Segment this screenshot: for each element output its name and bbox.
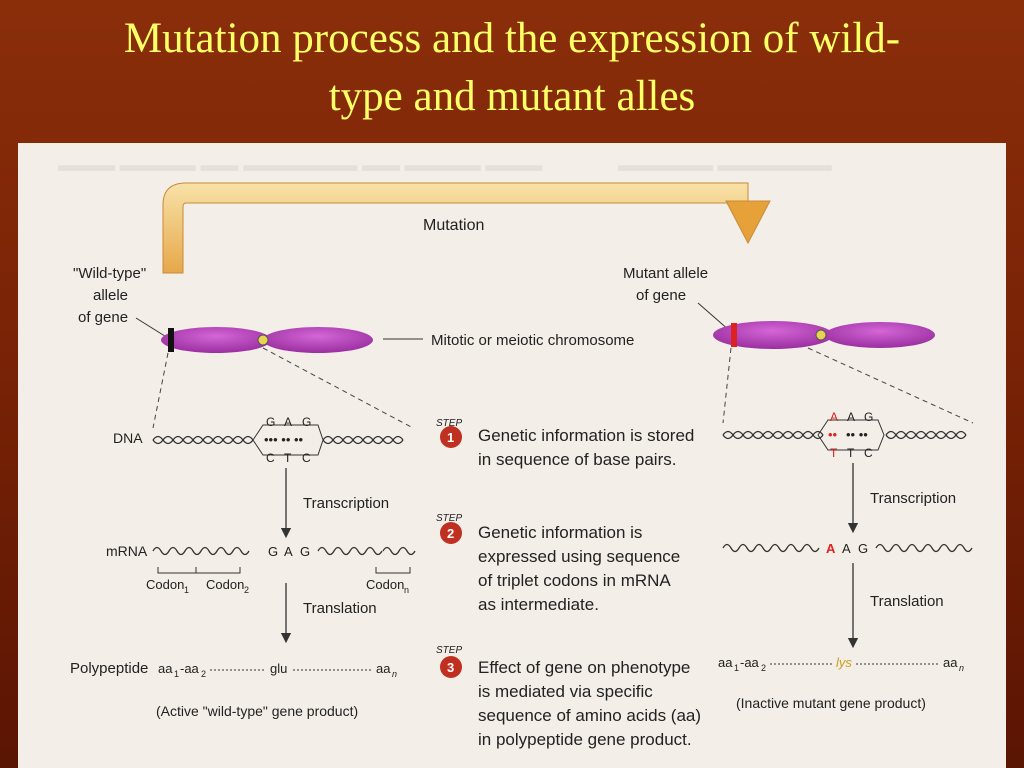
- mutant-dna-top-3: G: [864, 410, 873, 424]
- mutant-mrna-base-3: G: [858, 541, 868, 556]
- dna-label: DNA: [113, 430, 143, 446]
- mutant-mrna: A A G: [722, 541, 973, 556]
- wild-aa1-sub: 1: [174, 669, 179, 679]
- mutant-mrna-base-1: A: [826, 541, 836, 556]
- wild-aan-sub: n: [392, 669, 397, 679]
- wild-mrna-base-1: G: [268, 544, 278, 559]
- wild-translation-label: Translation: [303, 600, 377, 617]
- step-3-line-2: is mediated via specific: [478, 682, 653, 701]
- mutant-aa1-sub: 1: [734, 663, 739, 673]
- mutant-polypeptide: aa 1 -aa 2 lys aa n (Inactive mutant gen…: [718, 655, 964, 711]
- svg-text:•• ••: •• ••: [846, 427, 868, 442]
- codon-n-sub: n: [404, 585, 409, 595]
- slide-title: Mutation process and the expression of w…: [0, 10, 1024, 126]
- bleed-through-text: ▬▬▬ ▬▬▬▬ ▬▬ ▬▬▬▬▬▬ ▬▬ ▬▬▬▬ ▬▬▬: [58, 155, 543, 176]
- step-3-number: 3: [447, 660, 454, 675]
- wild-dna: DNA G A G ••• •• •• C T C: [113, 415, 404, 465]
- step-1-tag: STEP: [436, 418, 462, 429]
- wild-dna-top-3: G: [302, 415, 311, 429]
- wild-product-label: (Active "wild-type" gene product): [156, 703, 358, 719]
- wild-mrna-base-3: G: [300, 544, 310, 559]
- codon-1-label: Codon: [146, 577, 184, 592]
- mutant-dna-top-1: A: [830, 410, 838, 424]
- mutant-dna-bottom-2: T: [847, 446, 855, 460]
- mutant-allele-marker: [731, 323, 737, 347]
- wild-dna-bottom-3: C: [302, 451, 311, 465]
- wild-aan: aa: [376, 661, 391, 676]
- step-2-line-2: expressed using sequence: [478, 547, 680, 566]
- mutant-aan: aa: [943, 655, 958, 670]
- wild-allele-label-2: allele: [93, 287, 128, 304]
- step-3-tag: STEP: [436, 645, 462, 656]
- wild-mrna: mRNA G A G Codon 1 Codon 2 Codon n: [106, 543, 416, 595]
- mutation-diagram: Mutation "Wild-type" allele of gene Muta…: [70, 182, 974, 749]
- step-2-number: 2: [447, 526, 454, 541]
- step-2-line-4: as intermediate.: [478, 595, 599, 614]
- mutant-transcription-label: Transcription: [870, 490, 956, 507]
- title-line-1: Mutation process and the expression of w…: [123, 15, 901, 62]
- mutant-aan-sub: n: [959, 663, 964, 673]
- svg-text:••• •• ••: ••• •• ••: [264, 432, 304, 447]
- step-2-line-3: of triplet codons in mRNA: [478, 571, 671, 590]
- mutation-arrow: Mutation: [162, 182, 771, 274]
- title-line-2: type and mutant alles: [328, 73, 696, 120]
- mutant-dna: A A G •• •• •• T T C: [722, 410, 967, 460]
- step-3-line-1: Effect of gene on phenotype: [478, 658, 690, 677]
- mutant-lys: lys: [836, 655, 852, 670]
- mutant-mrna-base-2: A: [842, 541, 851, 556]
- wild-transcription-label: Transcription: [303, 495, 389, 512]
- step-1-number: 1: [447, 430, 454, 445]
- wild-aa2: -aa: [180, 661, 200, 676]
- bleed-through-text: ▬▬▬▬▬ ▬▬▬▬▬▬: [618, 155, 832, 176]
- mutant-chromosome: [713, 321, 935, 349]
- codon-n-label: Codon: [366, 577, 404, 592]
- wild-polypeptide: Polypeptide aa 1 -aa 2 glu aa n (Active …: [70, 660, 397, 719]
- mutant-product-label: (Inactive mutant gene product): [736, 695, 926, 711]
- codon-2-sub: 2: [244, 585, 249, 595]
- step-2-tag: STEP: [436, 513, 462, 524]
- wild-dna-top-1: G: [266, 415, 275, 429]
- step-3: STEP 3 Effect of gene on phenotype is me…: [436, 645, 701, 749]
- wild-aa2-sub: 2: [201, 669, 206, 679]
- svg-text:••: ••: [828, 427, 838, 442]
- wild-dna-top-2: A: [284, 415, 292, 429]
- wild-allele-marker: [168, 328, 174, 352]
- mutant-allele-label-2: of gene: [636, 287, 686, 304]
- mutant-aa1: aa: [718, 655, 733, 670]
- mutant-aa2: -aa: [740, 655, 760, 670]
- wild-glu: glu: [270, 661, 287, 676]
- wild-type-chromosome: [161, 327, 373, 353]
- mutation-label: Mutation: [423, 217, 484, 234]
- chromosome-label: Mitotic or meiotic chromosome: [431, 332, 634, 349]
- wild-mrna-base-2: A: [284, 544, 293, 559]
- polypeptide-label: Polypeptide: [70, 660, 148, 677]
- wild-aa1: aa: [158, 661, 173, 676]
- wild-dna-bottom-2: T: [284, 451, 292, 465]
- step-1: STEP 1 Genetic information is stored in …: [436, 418, 694, 469]
- mutant-dna-bottom-3: C: [864, 446, 873, 460]
- mutant-aa2-sub: 2: [761, 663, 766, 673]
- wild-dna-bottom-1: C: [266, 451, 275, 465]
- mutant-dna-bottom-1: T: [830, 446, 838, 460]
- step-2: STEP 2 Genetic information is expressed …: [436, 513, 680, 614]
- step-3-line-4: in polypeptide gene product.: [478, 730, 692, 749]
- textbook-figure: ▬▬▬ ▬▬▬▬ ▬▬ ▬▬▬▬▬▬ ▬▬ ▬▬▬▬ ▬▬▬ ▬▬▬▬▬ ▬▬▬…: [18, 143, 1006, 768]
- step-2-line-1: Genetic information is: [478, 523, 642, 542]
- wild-allele-label-1: "Wild-type": [73, 265, 146, 282]
- mutant-allele-label-1: Mutant allele: [623, 265, 708, 282]
- wild-allele-label-3: of gene: [78, 309, 128, 326]
- mutant-translation-label: Translation: [870, 593, 944, 610]
- codon-2-label: Codon: [206, 577, 244, 592]
- codon-1-sub: 1: [184, 585, 189, 595]
- mrna-label: mRNA: [106, 543, 148, 559]
- step-1-line-2: in sequence of base pairs.: [478, 450, 676, 469]
- mutant-dna-top-2: A: [847, 410, 855, 424]
- step-1-line-1: Genetic information is stored: [478, 426, 694, 445]
- step-3-line-3: sequence of amino acids (aa): [478, 706, 701, 725]
